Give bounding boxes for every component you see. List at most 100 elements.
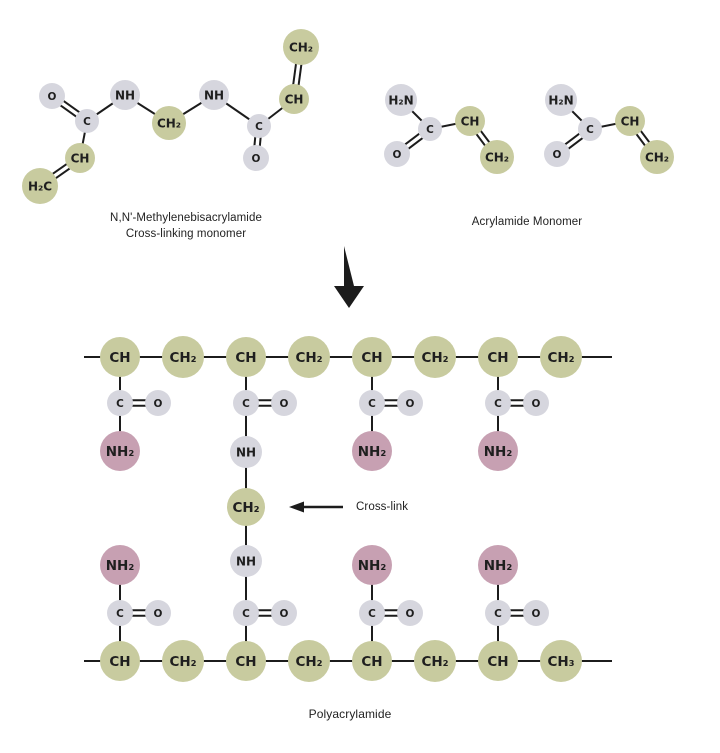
atom-nh: NH — [230, 545, 262, 577]
svg-text:CH: CH — [621, 114, 640, 128]
atom-ch: CH — [352, 337, 392, 377]
svg-text:CH₂: CH₂ — [645, 150, 669, 164]
crosslink-arrow-icon — [289, 501, 343, 513]
svg-text:CH: CH — [235, 654, 256, 670]
svg-text:CH₂: CH₂ — [289, 40, 313, 54]
svg-text:C: C — [116, 608, 124, 620]
svg-text:C: C — [83, 116, 91, 128]
atom-ch: CH — [352, 641, 392, 681]
svg-text:C: C — [368, 398, 376, 410]
svg-text:CH₂: CH₂ — [169, 654, 196, 670]
svg-text:C: C — [242, 398, 250, 410]
svg-text:CH₂: CH₂ — [295, 654, 322, 670]
atom-nh2: NH₂ — [478, 545, 518, 585]
atom-h2c: H₂C — [22, 168, 58, 204]
atom-o: O — [523, 600, 549, 626]
atom-o: O — [243, 145, 269, 171]
atom-o: O — [271, 600, 297, 626]
atom-ch: CH — [100, 641, 140, 681]
svg-text:H₂N: H₂N — [548, 93, 573, 107]
atom-c: C — [233, 390, 259, 416]
svg-text:C: C — [494, 608, 502, 620]
atom-ch2: CH₂ — [480, 140, 514, 174]
atom-o: O — [384, 141, 410, 167]
svg-text:NH: NH — [236, 554, 256, 568]
atom-ch2: CH₂ — [162, 336, 204, 378]
svg-text:CH₂: CH₂ — [421, 654, 448, 670]
atom-ch2: CH₂ — [162, 640, 204, 682]
svg-text:NH₂: NH₂ — [484, 444, 513, 460]
svg-text:O: O — [393, 149, 402, 161]
atom-ch2: CH₂ — [288, 640, 330, 682]
svg-text:CH: CH — [109, 654, 130, 670]
svg-text:CH₂: CH₂ — [169, 350, 196, 366]
svg-text:CH₂: CH₂ — [157, 116, 181, 130]
atom-ch: CH — [100, 337, 140, 377]
atom-c: C — [418, 117, 442, 141]
svg-text:O: O — [406, 608, 415, 620]
atom-c: C — [247, 114, 271, 138]
svg-text:CH: CH — [361, 654, 382, 670]
atom-ch2: CH₂ — [152, 106, 186, 140]
svg-text:O: O — [154, 608, 163, 620]
atom-c: C — [485, 600, 511, 626]
atom-ch2: CH₂ — [227, 488, 265, 526]
atom-nh: NH — [110, 80, 140, 110]
atom-ch: CH — [226, 337, 266, 377]
svg-text:C: C — [426, 124, 434, 136]
svg-text:C: C — [242, 608, 250, 620]
atom-ch: CH — [615, 106, 645, 136]
svg-text:NH₂: NH₂ — [484, 558, 513, 574]
svg-text:O: O — [280, 398, 289, 410]
atom-ch2: CH₂ — [288, 336, 330, 378]
atom-c: C — [75, 109, 99, 133]
atom-ch2: CH₂ — [414, 336, 456, 378]
acrylamide-monomer-label: Acrylamide Monomer — [471, 216, 583, 228]
svg-text:O: O — [48, 91, 57, 103]
svg-text:NH₂: NH₂ — [358, 558, 387, 574]
svg-text:C: C — [116, 398, 124, 410]
svg-text:CH₃: CH₃ — [547, 654, 574, 670]
svg-text:NH: NH — [204, 88, 224, 102]
svg-text:O: O — [553, 149, 562, 161]
polyacrylamide-label: Polyacrylamide — [308, 707, 392, 721]
svg-text:C: C — [494, 398, 502, 410]
svg-text:CH: CH — [285, 92, 304, 106]
svg-text:O: O — [532, 608, 541, 620]
atom-c: C — [359, 600, 385, 626]
svg-text:CH: CH — [361, 350, 382, 366]
atom-nh2: NH₂ — [478, 431, 518, 471]
svg-text:H₂C: H₂C — [28, 179, 52, 193]
atom-o: O — [271, 390, 297, 416]
atom-o: O — [397, 600, 423, 626]
atom-h2n: H₂N — [545, 84, 577, 116]
svg-text:NH₂: NH₂ — [106, 558, 135, 574]
svg-text:CH₂: CH₂ — [421, 350, 448, 366]
atom-ch2: CH₂ — [283, 29, 319, 65]
svg-text:O: O — [406, 398, 415, 410]
svg-text:C: C — [368, 608, 376, 620]
atom-c: C — [578, 117, 602, 141]
svg-text:CH: CH — [487, 654, 508, 670]
svg-text:NH: NH — [236, 445, 256, 459]
atom-nh2: NH₂ — [100, 545, 140, 585]
atom-ch: CH — [455, 106, 485, 136]
svg-text:H₂N: H₂N — [388, 93, 413, 107]
atom-o: O — [145, 390, 171, 416]
svg-text:NH₂: NH₂ — [106, 444, 135, 460]
svg-text:NH₂: NH₂ — [358, 444, 387, 460]
atom-nh2: NH₂ — [352, 431, 392, 471]
svg-text:CH: CH — [487, 350, 508, 366]
bis-monomer-subtitle: Cross-linking monomer — [125, 228, 247, 240]
atom-c: C — [359, 390, 385, 416]
svg-text:CH₂: CH₂ — [485, 150, 509, 164]
atom-nh2: NH₂ — [352, 545, 392, 585]
atom-nh2: NH₂ — [100, 431, 140, 471]
atom-c: C — [485, 390, 511, 416]
svg-text:C: C — [586, 124, 594, 136]
atom-nh: NH — [199, 80, 229, 110]
atom-c: C — [233, 600, 259, 626]
atom-ch3: CH₃ — [540, 640, 582, 682]
svg-text:CH: CH — [109, 350, 130, 366]
